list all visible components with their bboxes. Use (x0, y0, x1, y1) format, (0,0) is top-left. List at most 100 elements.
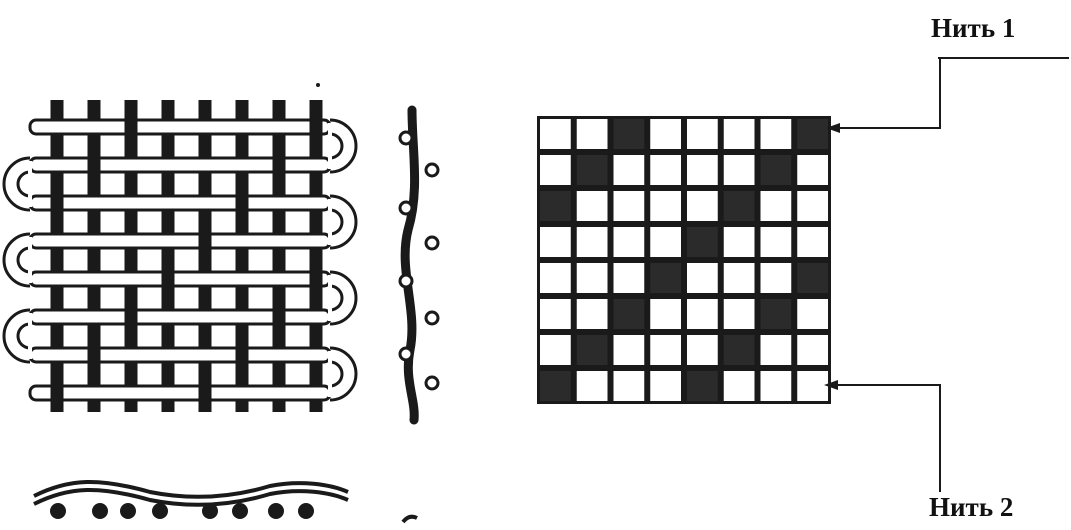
weft-thread (30, 234, 330, 248)
warp-thread (199, 100, 212, 412)
grid-cell-empty (577, 119, 608, 149)
warp-float (199, 384, 212, 402)
grid-cell-filled (614, 119, 645, 149)
grid-cell-empty (797, 335, 828, 365)
grid-cell-empty (761, 227, 792, 257)
grid-cell-filled (577, 155, 608, 185)
grid-cell-empty (761, 191, 792, 221)
weft-thread (30, 348, 330, 362)
warp-float (51, 384, 64, 402)
grid-cell-empty (650, 119, 681, 149)
bottom-warp-section (50, 503, 66, 519)
fabric-weave-illustration (4, 100, 356, 412)
loop-gap (328, 123, 332, 169)
grid-cell-empty (650, 227, 681, 257)
loop-gap (328, 199, 332, 245)
warp-thread (88, 100, 101, 412)
grid-cell-empty (761, 335, 792, 365)
grid-cell-empty (797, 371, 828, 401)
side-weft-section (400, 132, 412, 144)
warp-thread (310, 100, 323, 412)
grid-cell-empty (724, 119, 755, 149)
side-weft-section (426, 164, 438, 176)
warp-float (88, 346, 101, 364)
loop-gap (28, 313, 32, 359)
warp-float (236, 194, 249, 212)
grid-cell-empty (724, 299, 755, 329)
grid-cell-empty (650, 335, 681, 365)
grid-cell-empty (577, 263, 608, 293)
weave-pattern-grid (537, 116, 831, 404)
grid-cell-filled (650, 263, 681, 293)
grid-cell-empty (650, 155, 681, 185)
warp-float (162, 270, 175, 288)
grid-cell-empty (761, 119, 792, 149)
grid-cell-empty (540, 299, 571, 329)
weft-thread (30, 386, 330, 400)
warp-thread (162, 100, 175, 412)
grid-cell-empty (577, 191, 608, 221)
warp-float (88, 156, 101, 174)
grid-cell-empty (724, 263, 755, 293)
grid-cell-filled (540, 371, 571, 401)
grid-cell-filled (724, 191, 755, 221)
bottom-warp-section (92, 503, 108, 519)
loop-gap (28, 237, 32, 283)
bottom-warp-section (152, 503, 168, 519)
vertical-cross-section (400, 110, 438, 420)
side-weft-section (426, 377, 438, 389)
grid-cell-empty (797, 227, 828, 257)
bottom-warp-section (202, 503, 218, 519)
grid-cell-empty (650, 371, 681, 401)
grid-cell-empty (540, 263, 571, 293)
grid-cell-empty (540, 155, 571, 185)
warp-float (236, 346, 249, 364)
grid-cell-empty (650, 299, 681, 329)
grid-cell-empty (797, 155, 828, 185)
grid-cell-empty (687, 191, 718, 221)
warp-float (310, 118, 323, 136)
warp-float (273, 156, 286, 174)
side-weft-section (426, 237, 438, 249)
warp-float (199, 232, 212, 250)
grid-cell-empty (614, 191, 645, 221)
weft-thread (30, 196, 330, 210)
grid-cell-filled (577, 335, 608, 365)
grid-cell-filled (614, 299, 645, 329)
grid-cell-filled (761, 155, 792, 185)
thread-1-label: Нить 1 (931, 15, 1015, 42)
loop-gap (328, 351, 332, 397)
side-weft-section (400, 348, 412, 360)
weft-thread (30, 272, 330, 286)
side-weft-section (400, 275, 412, 287)
grid-cell-empty (577, 299, 608, 329)
grid-cell-empty (797, 299, 828, 329)
grid-cell-filled (761, 299, 792, 329)
warp-float (125, 118, 138, 136)
grid-cell-empty (724, 227, 755, 257)
grid-cell-empty (540, 335, 571, 365)
grid-cell-empty (540, 227, 571, 257)
loop-gap (328, 275, 332, 321)
grid-cell-empty (614, 263, 645, 293)
grid-cell-filled (540, 191, 571, 221)
grid-cell-empty (687, 335, 718, 365)
grid-cell-empty (687, 119, 718, 149)
loop-gap (28, 161, 32, 207)
bottom-warp-section (298, 503, 314, 519)
grid-cell-empty (724, 371, 755, 401)
callout-thread-2 (824, 380, 940, 492)
grid-cell-filled (687, 227, 718, 257)
warp-thread (51, 100, 64, 412)
bottom-warp-section (120, 503, 136, 519)
thread-2-label: Нить 2 (929, 494, 1013, 521)
grid-cell-empty (761, 371, 792, 401)
grid-cell-empty (614, 335, 645, 365)
callout-thread-1 (826, 58, 1069, 133)
side-warp-thread (405, 110, 414, 420)
grid-cell-empty (614, 371, 645, 401)
bottom-warp-section (268, 503, 284, 519)
speck-mark (316, 83, 320, 87)
grid-cell-empty (577, 227, 608, 257)
